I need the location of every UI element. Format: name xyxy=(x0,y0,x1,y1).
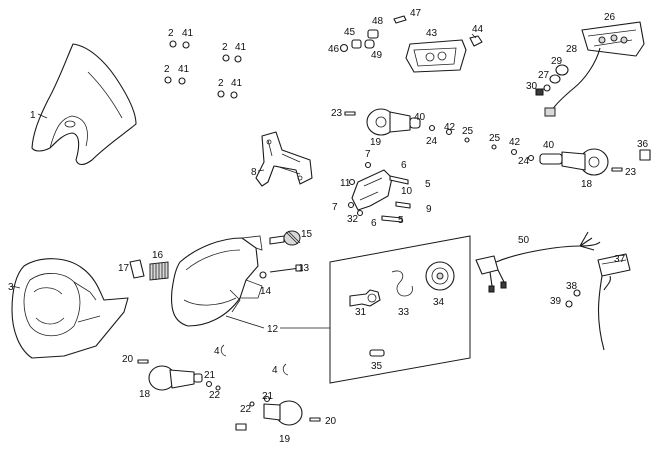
callout-41: 41 xyxy=(178,64,190,75)
callout-24: 24 xyxy=(518,156,530,167)
tail-light: 43 44 xyxy=(405,24,484,73)
callout-3: 3 xyxy=(8,282,14,293)
callout-25: 25 xyxy=(462,126,474,137)
callout-5: 5 xyxy=(398,215,404,226)
callout-30: 30 xyxy=(526,81,538,92)
callout-13: 13 xyxy=(298,263,310,274)
callout-8: 8 xyxy=(251,167,257,178)
callout-20: 20 xyxy=(325,416,337,427)
callout-47: 47 xyxy=(410,8,422,19)
callout-21: 21 xyxy=(204,370,216,381)
callout-18: 18 xyxy=(139,389,151,400)
rear-turn-signal-left: 19 40 24 23 42 25 xyxy=(331,108,474,148)
callout-37: 37 xyxy=(614,254,626,265)
callout-41: 41 xyxy=(182,28,194,39)
callout-40: 40 xyxy=(414,112,426,123)
callout-14: 14 xyxy=(260,286,272,297)
callout-2: 2 xyxy=(168,28,174,39)
callout-2: 2 xyxy=(222,42,228,53)
license-plate-light: 37 38 39 xyxy=(550,253,631,351)
callout-38: 38 xyxy=(566,281,578,292)
callout-5: 5 xyxy=(425,179,431,190)
callout-19: 19 xyxy=(370,137,382,148)
callout-36: 36 xyxy=(637,139,649,150)
callout-17: 17 xyxy=(118,263,130,274)
callout-6: 6 xyxy=(371,218,377,229)
callout-42: 42 xyxy=(444,122,456,133)
callout-2: 2 xyxy=(218,78,224,89)
windscreen: 1 xyxy=(30,43,137,166)
callout-50: 50 xyxy=(518,235,530,246)
hardware-top-middle: 45 46 48 49 47 xyxy=(328,8,422,61)
callout-35: 35 xyxy=(371,361,383,372)
callout-42: 42 xyxy=(509,137,521,148)
callout-39: 39 xyxy=(550,296,562,307)
callout-29: 29 xyxy=(551,56,563,67)
callout-48: 48 xyxy=(372,16,384,27)
callout-22: 22 xyxy=(240,404,252,415)
callout-10: 10 xyxy=(401,186,413,197)
callout-32: 32 xyxy=(347,214,359,225)
rear-turn-signal-right: 18 40 24 42 25 23 36 xyxy=(489,133,651,190)
front-turn-signal-right: 20 21 22 19 4 xyxy=(235,363,337,445)
callout-2: 2 xyxy=(164,64,170,75)
callout-41: 41 xyxy=(235,42,247,53)
callout-44: 44 xyxy=(472,24,484,35)
callout-45: 45 xyxy=(344,27,356,38)
callout-15: 15 xyxy=(301,229,313,240)
callout-24: 24 xyxy=(426,136,438,147)
callout-4: 4 xyxy=(214,346,220,357)
callout-1: 1 xyxy=(30,110,36,121)
callout-19: 19 xyxy=(279,434,291,445)
callout-22: 22 xyxy=(209,390,221,401)
callout-23: 23 xyxy=(625,167,637,178)
callout-7: 7 xyxy=(332,202,338,213)
hardware-27-30: 28 29 27 30 xyxy=(526,44,578,96)
callout-46: 46 xyxy=(328,44,340,55)
headlight-fairing: 3 xyxy=(8,258,129,359)
callout-12: 12 xyxy=(267,324,279,335)
headlight-bulb-group: 31 33 34 35 xyxy=(329,235,471,384)
callout-33: 33 xyxy=(398,307,410,318)
front-turn-signal-left: 20 21 22 18 4 xyxy=(122,344,227,401)
callout-4: 4 xyxy=(272,365,278,376)
callout-11: 11 xyxy=(340,178,351,189)
callout-20: 20 xyxy=(122,354,134,365)
callout-7: 7 xyxy=(365,149,371,160)
headlight-housing: 12 xyxy=(170,235,330,335)
callout-18: 18 xyxy=(581,179,593,190)
callout-6: 6 xyxy=(401,160,407,171)
callout-34: 34 xyxy=(433,297,445,308)
callout-9: 9 xyxy=(426,204,432,215)
callout-26: 26 xyxy=(604,12,616,23)
callout-31: 31 xyxy=(355,307,367,318)
fork-bracket: 7 6 5 11 10 7 32 9 6 5 xyxy=(332,149,432,229)
adjuster-screws: 15 13 14 xyxy=(259,229,313,297)
callout-49: 49 xyxy=(371,50,383,61)
callout-27: 27 xyxy=(538,70,550,81)
callout-28: 28 xyxy=(566,44,578,55)
callout-41: 41 xyxy=(231,78,243,89)
callout-23: 23 xyxy=(331,108,343,119)
callout-16: 16 xyxy=(152,250,164,261)
headlight-bracket: 8 xyxy=(251,131,313,187)
license-plate-holder: 26 xyxy=(544,12,645,117)
callout-21: 21 xyxy=(262,391,274,402)
callout-43: 43 xyxy=(426,28,438,39)
wiring-harness: 50 xyxy=(475,231,601,293)
washer-set-2-41: 2 41 2 41 2 41 2 41 xyxy=(164,28,247,99)
callout-40: 40 xyxy=(543,140,555,151)
spring-and-clip: 17 16 xyxy=(118,250,169,281)
callout-25: 25 xyxy=(489,133,501,144)
